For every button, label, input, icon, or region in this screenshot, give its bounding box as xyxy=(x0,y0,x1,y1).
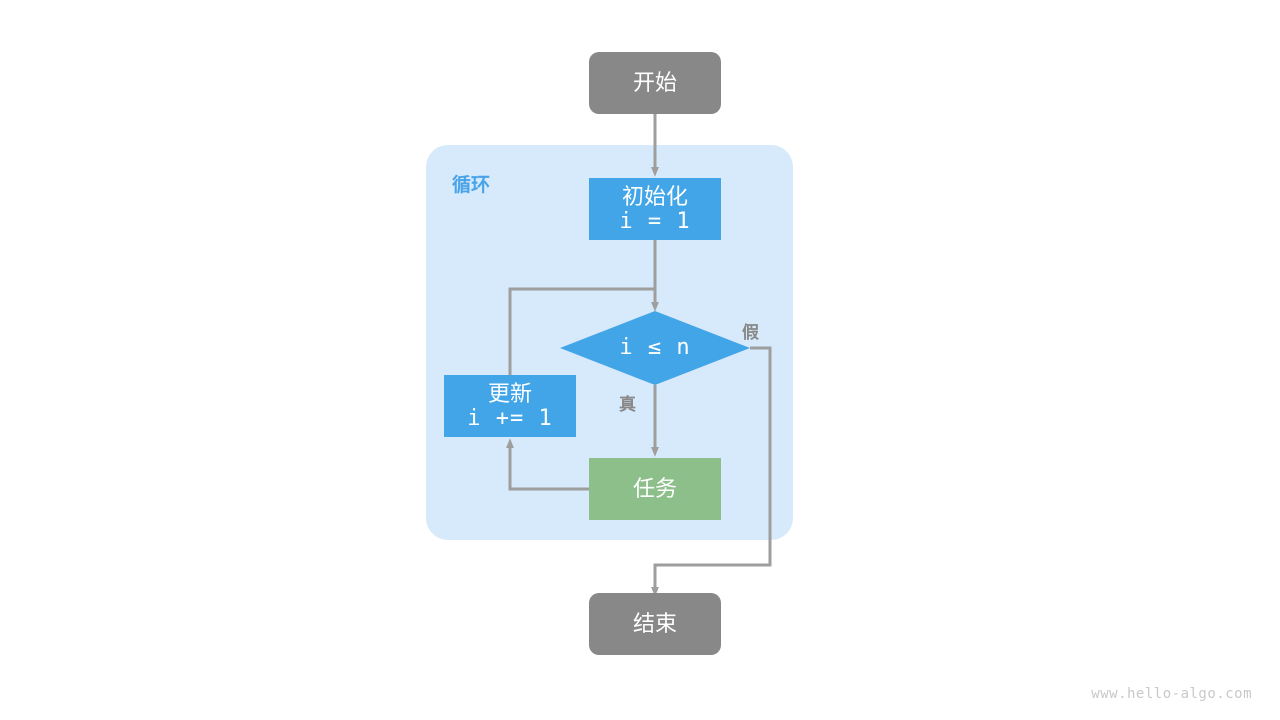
node-start[interactable] xyxy=(589,52,721,114)
edge-update-to-condition xyxy=(508,287,657,375)
node-update[interactable] xyxy=(444,375,576,437)
edge-task-to-update xyxy=(506,438,589,491)
node-init[interactable] xyxy=(589,178,721,240)
node-condition[interactable] xyxy=(560,311,750,385)
watermark: www.hello-algo.com xyxy=(1091,686,1252,702)
node-task[interactable] xyxy=(589,458,721,520)
node-end[interactable] xyxy=(589,593,721,655)
edge-label-true: 真 xyxy=(619,395,636,414)
edge-label-false: 假 xyxy=(742,323,759,342)
edge-condition-false-to-end xyxy=(651,346,772,597)
loop-group-label: 循环 xyxy=(452,175,491,196)
